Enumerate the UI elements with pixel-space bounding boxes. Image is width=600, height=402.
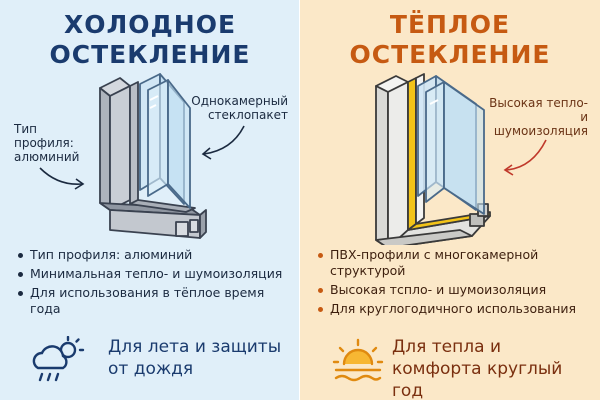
cold-title-line2: ОСТЕКЛЕНИЕ <box>49 40 251 69</box>
list-item: Для круглогодичного использования <box>318 301 588 317</box>
cold-glass-callout: Однокамерный стеклопакет <box>191 94 288 122</box>
insulation-arrow <box>505 139 547 171</box>
cold-summary-text: Для лета и защиты от дождя <box>108 337 282 379</box>
warm-features-list: ПВХ-профили с многокамерной структурой В… <box>318 247 588 320</box>
cold-title-line1: ХОЛОДНОЕ <box>63 10 237 39</box>
list-item: Для использования в тёплое время года <box>18 285 293 317</box>
profile-arrow <box>39 167 83 185</box>
list-item: Высокая тспло- и шумоизоляция <box>318 282 588 298</box>
warm-insulation-callout: Высокая тепло- и шумоизоляция <box>489 96 588 138</box>
aluminum-window-profile-illustration <box>39 73 245 239</box>
warm-glazing-panel: ТЁПЛОЕ ОСТЕКЛЕНИЕ <box>300 0 600 401</box>
cold-glazing-panel: ХОЛОДНОЕ ОСТЕКЛЕНИЕ <box>0 0 300 400</box>
list-item: Минимальная тепло- и шумоизоляция <box>18 266 293 282</box>
glass-arrow <box>203 125 245 155</box>
sun-icon <box>332 338 384 382</box>
list-item: Тип профиля: алюминий <box>18 247 293 263</box>
cold-profile-callout: Тип профиля: алюминий <box>14 122 80 164</box>
pvc-window-profile-illustration <box>375 73 547 245</box>
warm-summary-text: Для тепла и комфорта круглый год <box>392 337 563 401</box>
cold-features-list: Тип профиля: алюминий Минимальная тепло-… <box>18 247 293 320</box>
warm-title-line2: ОСТЕКЛЕНИЕ <box>349 40 551 69</box>
warm-title-line1: ТЁПЛОЕ <box>389 10 511 39</box>
cloud-sun-rain-icon <box>32 336 85 382</box>
list-item: ПВХ-профили с многокамерной структурой <box>318 247 588 279</box>
